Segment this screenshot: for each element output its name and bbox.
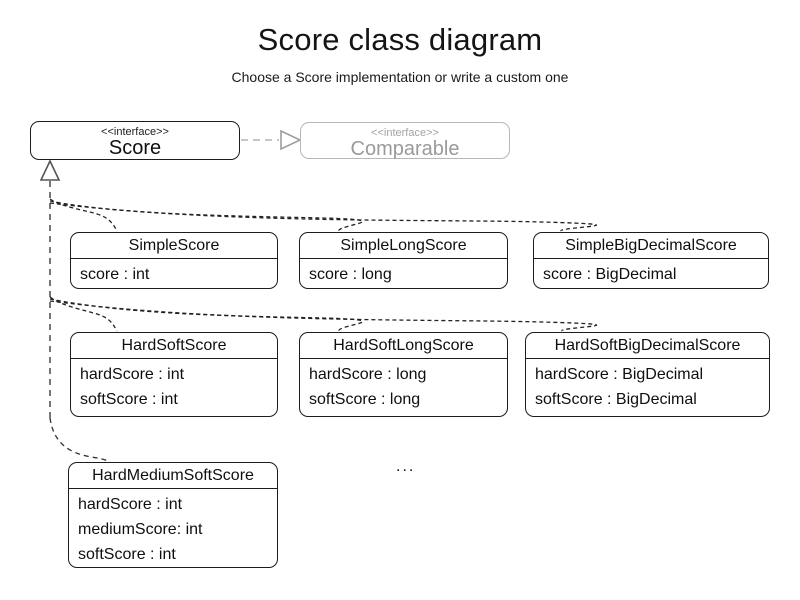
class-attribute: hardScore : BigDecimal	[535, 366, 704, 383]
extends-arrowhead-icon	[280, 129, 302, 151]
realization-line-simplescore	[49, 198, 118, 232]
class-name: SimpleScore	[71, 233, 277, 259]
class-name: HardSoftLongScore	[300, 333, 507, 359]
class-box-hardsoftbigdecimalscore: HardSoftBigDecimalScore hardScore : BigD…	[525, 332, 770, 417]
realization-line-simplelongscore	[49, 200, 364, 232]
class-attribute: softScore : long	[309, 391, 421, 408]
more-implementations-ellipsis: ...	[396, 458, 416, 475]
class-attribute: softScore : BigDecimal	[535, 391, 697, 408]
class-name: HardMediumSoftScore	[69, 463, 277, 489]
class-box-simplelongscore: SimpleLongScore score : long	[299, 232, 508, 289]
class-box-hardsoftlongscore: HardSoftLongScore hardScore : long softS…	[299, 332, 508, 417]
class-name: SimpleBigDecimalScore	[534, 233, 768, 259]
realization-arrowhead-icon	[39, 159, 61, 181]
class-attribute: hardScore : int	[80, 366, 185, 383]
class-box-simplescore: SimpleScore score : int	[70, 232, 278, 289]
page-subtitle: Choose a Score implementation or write a…	[231, 69, 569, 85]
class-name: SimpleLongScore	[300, 233, 507, 259]
stereotype-label: <<interface>>	[101, 126, 169, 138]
realization-line-hardsoftbigdecimalscore	[49, 300, 597, 332]
class-attribute: hardScore : int	[78, 496, 183, 513]
class-attribute: mediumScore: int	[78, 521, 203, 538]
class-box-simplebigdecimalscore: SimpleBigDecimalScore score : BigDecimal	[533, 232, 769, 289]
class-box-hardmediumsoftscore: HardMediumSoftScore hardScore : int medi…	[68, 462, 278, 568]
interface-box-comparable: <<interface>> Comparable	[300, 122, 510, 160]
interface-name: Comparable	[350, 138, 460, 160]
class-attribute: score : int	[80, 266, 150, 283]
class-attribute: softScore : int	[80, 391, 178, 408]
class-attribute: softScore : int	[78, 546, 176, 563]
realization-line-simplebigdecimalscore	[49, 202, 597, 232]
interface-box-score: <<interface>> Score	[30, 121, 240, 160]
page-title: Score class diagram	[257, 22, 543, 57]
interface-name: Score	[108, 137, 162, 159]
class-name: HardSoftScore	[71, 333, 277, 359]
class-attribute: hardScore : long	[309, 366, 427, 383]
realization-line-hardmediumsoftscore	[49, 417, 111, 463]
class-name: HardSoftBigDecimalScore	[526, 333, 769, 359]
realization-line-hardsoftscore	[49, 296, 118, 332]
stereotype-label: <<interface>>	[371, 127, 439, 139]
class-box-hardsoftscore: HardSoftScore hardScore : int softScore …	[70, 332, 278, 417]
class-attribute: score : long	[309, 266, 392, 283]
class-attribute: score : BigDecimal	[543, 266, 677, 283]
